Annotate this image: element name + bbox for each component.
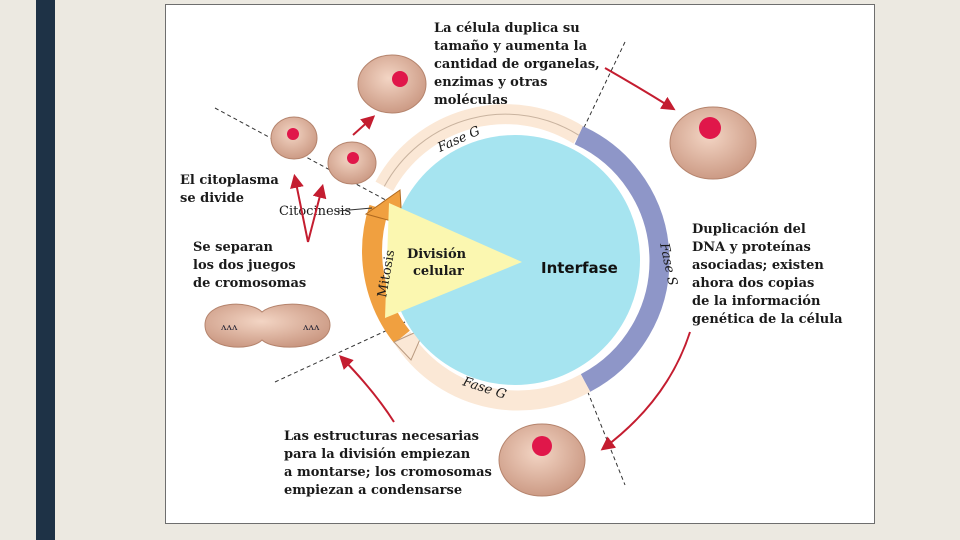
note-right-line: asociadas; existen (692, 258, 824, 273)
phase-s-arc (574, 126, 670, 392)
division-label-line1: División (407, 247, 467, 262)
arrow-to-dividing-cell (339, 354, 395, 423)
slide-accent-bar (36, 0, 55, 540)
note-right-line: genética de la célula (692, 312, 843, 327)
phase-mitosis-arc (362, 204, 410, 344)
note-bottom-line: empiezan a condensarse (284, 483, 462, 498)
note-right-line: DNA y proteínas (692, 240, 811, 255)
note-right-line: Duplicación del (692, 222, 806, 237)
chromosome-set-icon: ᴧᴧᴧ (303, 320, 320, 333)
interfase-label: Interfase (541, 259, 618, 277)
arrow-split-right (307, 183, 327, 243)
citocinesis-pointer (337, 207, 373, 212)
dashed-divider (214, 107, 396, 206)
division-label-line2: celular (413, 264, 464, 279)
note-left-mid-line: de cromosomas (193, 276, 306, 291)
cell-large-top (357, 54, 427, 114)
note-bottom-line: para la división empiezan (284, 447, 471, 462)
cell-dividing: ᴧᴧᴧ ᴧᴧᴧ (204, 303, 331, 348)
note-left-top-line: El citoplasma (180, 173, 279, 188)
arrow-cell-growth (352, 115, 376, 136)
note-top-line: cantidad de organelas, (434, 57, 600, 72)
note-bottom-line: Las estructuras necesarias (284, 429, 479, 444)
arrow-to-large-cell (604, 67, 676, 111)
note-right-line: ahora dos copias (692, 276, 814, 291)
note-top-line: moléculas (434, 93, 508, 108)
phase-g1-arc-edge (383, 113, 580, 187)
note-top-line: tamaño y aumenta la (434, 39, 588, 54)
arrow-to-bottom-cell (600, 331, 691, 451)
division-wedge (385, 203, 522, 318)
dashed-divider (584, 384, 626, 486)
cell-large-bottom (498, 423, 586, 497)
note-top-line: La célula duplica su (434, 21, 580, 36)
chromosome-set-icon: ᴧᴧᴧ (221, 320, 238, 333)
cell-large-right (669, 106, 757, 180)
note-left-mid-line: Se separan (193, 240, 274, 255)
dashed-divider (274, 321, 406, 383)
note-right-line: de la información (692, 294, 821, 309)
note-left-top-line: se divide (180, 191, 244, 206)
arrow-split-left (290, 173, 309, 243)
note-bottom-line: a montarse; los cromosomas (284, 465, 492, 480)
note-left-mid-line: los dos juegos (193, 258, 296, 273)
cell-small-left (270, 116, 318, 160)
note-top-line: enzimas y otras (434, 75, 547, 90)
cell-small-right (327, 141, 377, 185)
phase-g2-arc (393, 331, 591, 411)
